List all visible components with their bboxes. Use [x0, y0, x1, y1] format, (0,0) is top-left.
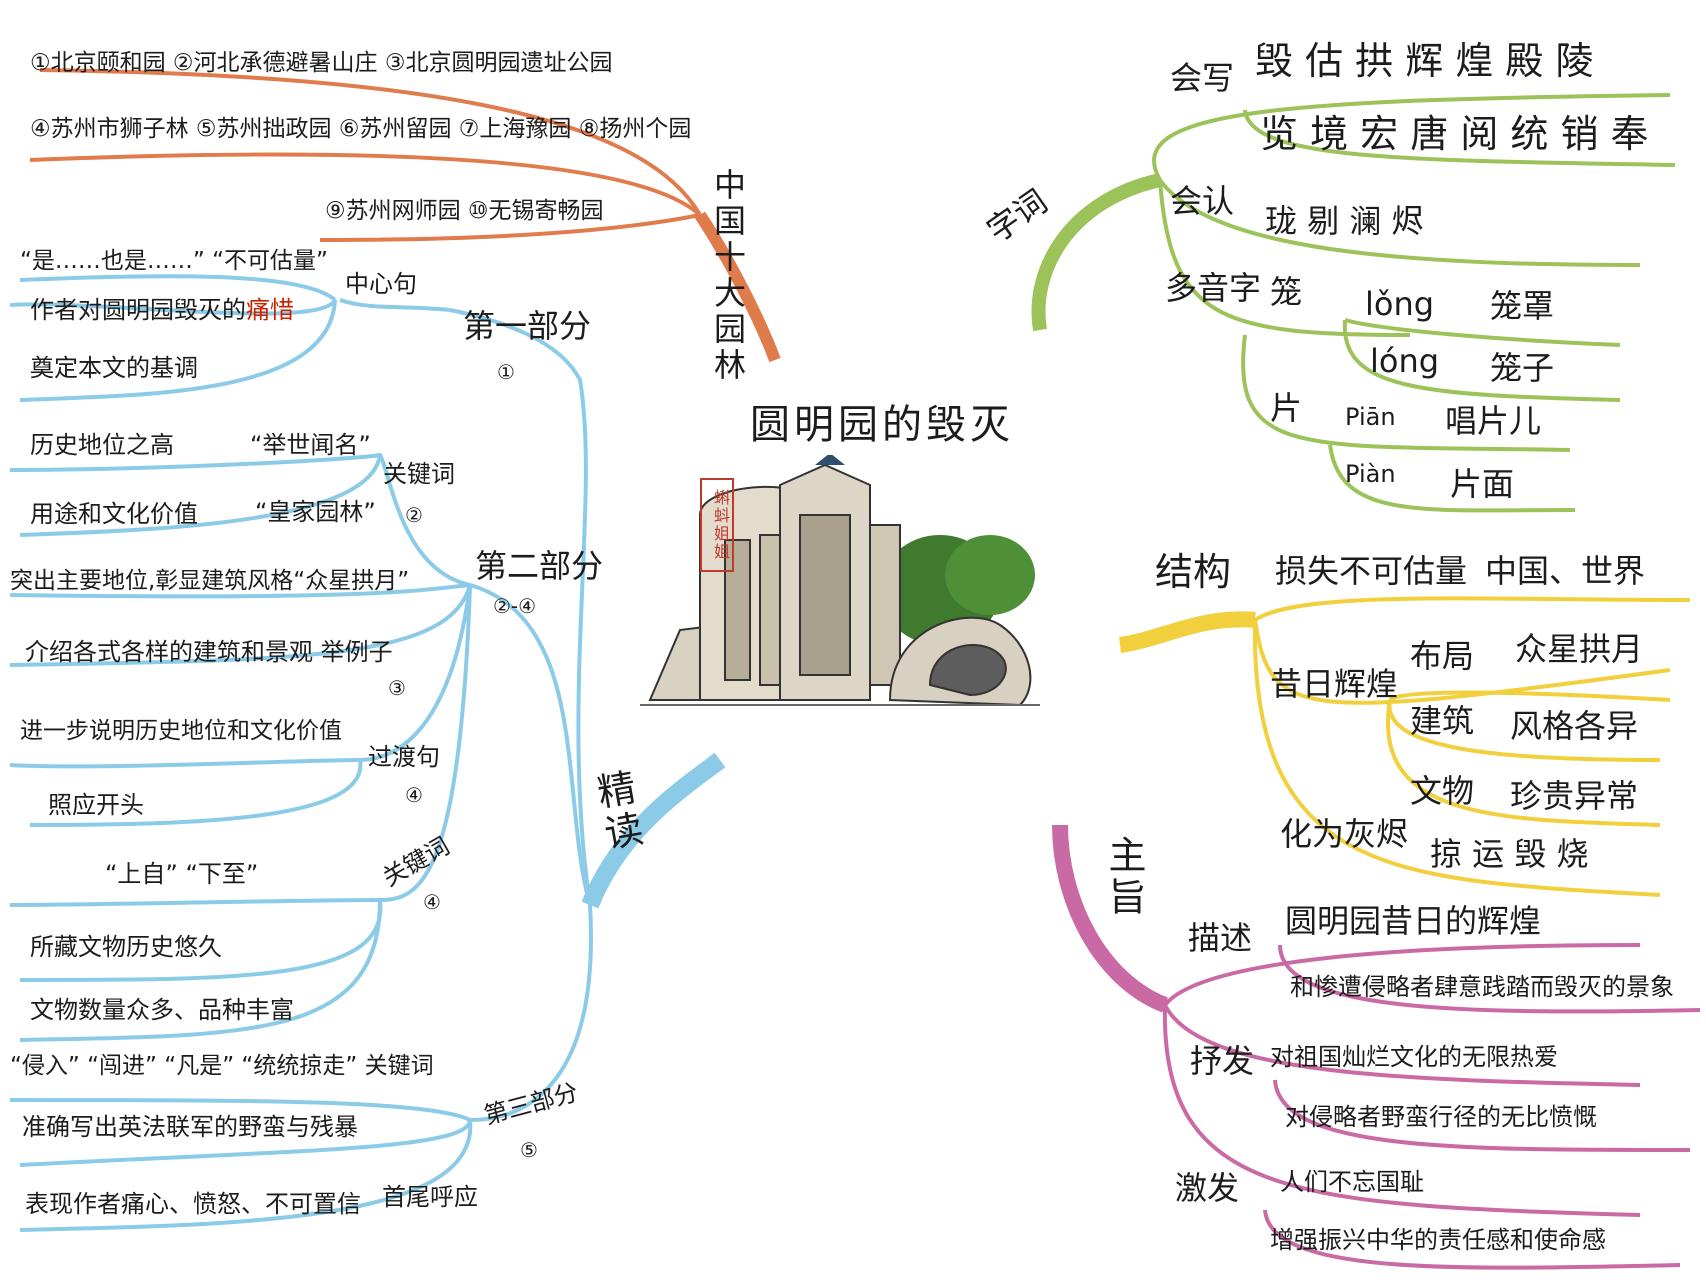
long-pinyin-2: lóng: [1370, 342, 1440, 380]
part1-pain-word: 痛惜: [246, 296, 294, 324]
write-label: 会写: [1170, 59, 1235, 97]
express-text-2: 对侵略者野蛮行径的无比愤慨: [1285, 1103, 1597, 1131]
part2-prominent: 突出主要地位,彰显建筑风格“众星拱月”: [10, 568, 410, 594]
long-pinyin-1: lǒng: [1365, 285, 1435, 323]
ashes-desc: 掠 运 毁 烧: [1430, 835, 1589, 873]
ruins-drawing: [640, 453, 1040, 707]
write-chars-1: 毁 估 拱 辉 煌 殿 陵: [1255, 39, 1594, 83]
artist-stamp: 蝌蚪姐姐: [700, 478, 734, 572]
layout-desc: 众星拱月: [1515, 630, 1644, 668]
relics-label: 文物: [1410, 772, 1475, 810]
part1-center-label: 中心句: [345, 270, 417, 298]
part2-status-keyword: “举世闻名”: [250, 431, 371, 459]
gardens-row-2: ④苏州市狮子林 ⑤苏州拙政园 ⑥苏州留园 ⑦上海豫园 ⑧扬州个园: [30, 116, 692, 142]
part1-pain: 作者对圆明园毁灭的痛惜: [30, 298, 294, 322]
theme-branch: [1052, 824, 1701, 1270]
inspire-text-1: 人们不忘国耻: [1280, 1168, 1424, 1196]
relics-desc: 珍贵异常: [1510, 777, 1639, 815]
part3-echo-label: 首尾呼应: [382, 1183, 478, 1211]
gardens-row-3: ⑨苏州网师园 ⑩无锡寄畅园: [325, 198, 604, 224]
pian-pinyin-2: Piàn: [1345, 460, 1396, 488]
part2-transition-label: 过渡句: [368, 743, 440, 771]
polyphone-label: 多音字: [1165, 269, 1262, 307]
part2-echo: 照应开头: [48, 791, 144, 819]
gardens-label: 中国十大园林: [709, 168, 747, 384]
architecture-label: 建筑: [1410, 702, 1475, 740]
part2-status: 历史地位之高: [30, 431, 174, 459]
architecture-desc: 风格各异: [1510, 707, 1639, 745]
yuanmingyuan-ruins-illustration: [640, 453, 1160, 725]
reading-branch: [9, 274, 726, 1232]
describe-text-2: 和惨遭侵略者肆意践踏而毁灭的景象: [1290, 973, 1674, 1001]
pian-pinyin-1: Piān: [1345, 403, 1396, 431]
part2-shangzi: “上自” “下至”: [105, 860, 259, 888]
part2-further: 进一步说明历史地位和文化价值: [20, 718, 342, 744]
pian-word-2: 片面: [1450, 465, 1515, 503]
part1-pain-prefix: 作者对圆明园毁灭的: [30, 296, 246, 324]
page-title: 圆明园的毁灭: [750, 402, 1014, 448]
part2-intro-num: ③: [388, 676, 406, 700]
part3-num: ⑤: [520, 1138, 538, 1162]
part3-feeling: 表现作者痛心、愤怒、不可置信: [25, 1190, 361, 1218]
part2-use: 用途和文化价值: [30, 500, 198, 528]
write-chars-2: 览 境 宏 唐 阅 统 销 奉: [1260, 112, 1649, 156]
loss-text: 损失不可估量: [1275, 552, 1468, 590]
gardens-branch: [29, 68, 781, 363]
recognize-label: 会认: [1170, 182, 1235, 220]
long-word-2: 笼子: [1490, 349, 1555, 387]
ashes-label: 化为灰烬: [1280, 815, 1409, 853]
long-word-1: 笼罩: [1490, 287, 1555, 325]
describe-text-1: 圆明园昔日的辉煌: [1285, 902, 1542, 940]
part2-many: 文物数量众多、品种丰富: [30, 996, 294, 1024]
part2-keyword2-num: ④: [423, 890, 441, 914]
part2-label: 第二部分: [475, 547, 604, 585]
recognize-chars: 珑 剔 澜 烬: [1265, 202, 1424, 240]
loss-scope: 中国、世界: [1485, 552, 1646, 590]
part2-keyword-num: ②: [405, 503, 423, 527]
part2-num: ②-④: [493, 594, 537, 618]
part3-accurate: 准确写出英法联军的野蛮与残暴: [22, 1113, 358, 1141]
inspire-label: 激发: [1175, 1169, 1240, 1207]
pian-word-1: 唱片儿: [1445, 402, 1542, 440]
part3-keywords: “侵入” “闯进” “凡是” “统统掠走” 关键词: [10, 1053, 434, 1079]
describe-label: 描述: [1188, 919, 1253, 957]
part1-tone: 奠定本文的基调: [30, 354, 198, 382]
long-char: 笼: [1270, 273, 1303, 311]
part2-use-keyword: “皇家园林”: [255, 498, 376, 526]
gardens-row-1: ①北京颐和园 ②河北承德避暑山庄 ③北京圆明园遗址公园: [30, 50, 613, 76]
part1-num: ①: [497, 360, 515, 384]
express-text-1: 对祖国灿烂文化的无限热爱: [1270, 1043, 1558, 1071]
inspire-text-2: 增强振兴中华的责任感和使命感: [1270, 1226, 1606, 1254]
layout-label: 布局: [1410, 637, 1475, 675]
pian-char: 片: [1270, 389, 1303, 427]
part2-transition-num: ④: [405, 783, 423, 807]
part2-intro: 介绍各式各样的建筑和景观 举例子: [25, 638, 393, 666]
structure-branch: [1118, 596, 1691, 897]
part1-label: 第一部分: [463, 307, 592, 345]
part2-keyword-label: 关键词: [383, 460, 455, 488]
words-branch: [1031, 93, 1676, 513]
express-label: 抒发: [1190, 1042, 1255, 1080]
part1-quote: “是……也是……” “不可估量”: [20, 248, 328, 274]
part2-old: 所藏文物历史悠久: [30, 933, 222, 961]
past-glory-label: 昔日辉煌: [1270, 665, 1399, 703]
theme-label: 主旨: [1102, 835, 1146, 919]
structure-label: 结构: [1155, 550, 1232, 594]
